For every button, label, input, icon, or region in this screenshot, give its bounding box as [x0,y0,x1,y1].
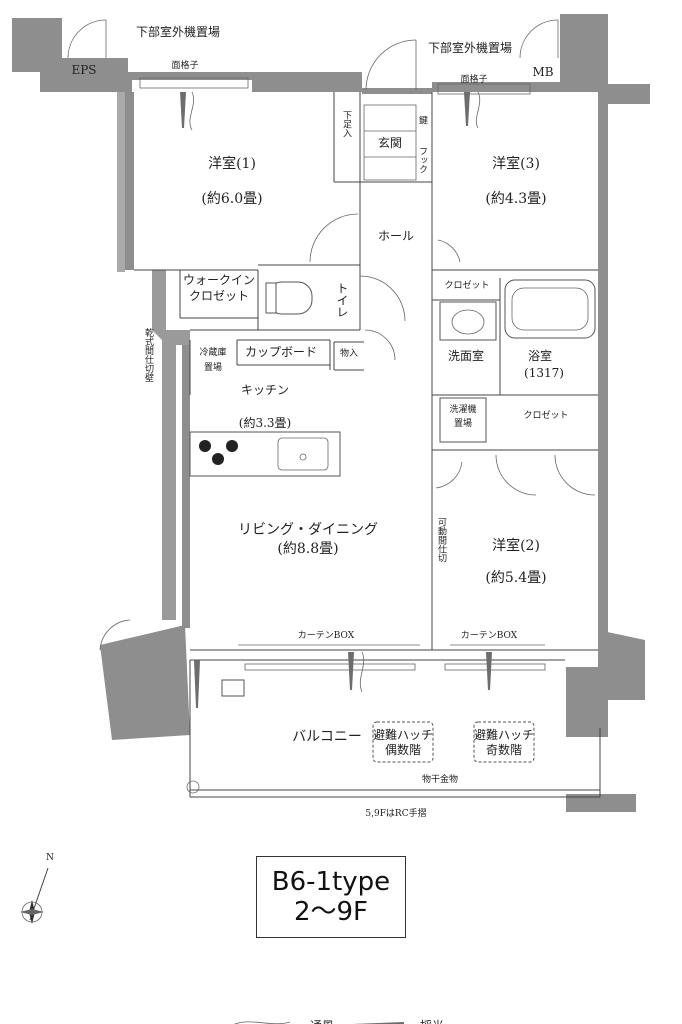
fridge-label-2: 置場 [204,361,222,373]
outdoor-unit-left-label: 下部室外機置場 [136,24,220,39]
balcony-label: バルコニー [292,729,362,745]
western3-label: 洋室(3) [492,155,540,172]
kitchen-size: (約3.3畳) [239,415,291,430]
hatch-even-label-1: 避難ハッチ [373,727,433,742]
curtain-box-left-label: カーテンBOX [298,630,355,641]
bath-label: 浴室 [528,348,552,363]
bath-size: (1317) [524,366,564,380]
mb-label: MB [532,65,553,79]
closet-lower-label: クロゼット [523,409,568,421]
hook-label: フック [417,147,427,174]
rc-railing-note: 5,9FはRC手摺 [365,807,426,819]
western2-label: 洋室(2) [492,537,540,554]
ventilation-marks [180,92,492,708]
legend-light-label: 採光 [420,1019,444,1024]
legend-ventilation-label: 通風 [310,1019,334,1024]
doors [67,19,596,651]
hatch-even [372,721,434,763]
laundry-rail-label: 物干金物 [422,773,458,785]
western1-size: (約6.0畳) [201,191,262,207]
lattice-right-label: 面格子 [460,73,487,85]
lattice-left-label: 面格子 [171,59,198,71]
ldk-label: リビング・ダイニング [238,522,378,538]
north-label: N [46,853,54,863]
eps-label: EPS [71,63,96,77]
hatch-odd-label-2: 奇数階 [486,742,522,757]
hatch-odd [473,721,535,763]
window-lattice [139,77,546,671]
curtain-box-right-label: カーテンBOX [461,630,518,641]
movable-partition-label: 可動間仕切 [436,517,447,563]
north-compass: N [20,853,54,924]
closet-upper-label: クロゼット [444,279,489,291]
shoe-box-label: 下足入 [341,111,352,138]
interior-walls [134,92,601,798]
entrance-label: 玄関 [378,135,402,150]
ldk-size: (約8.8畳) [277,541,338,557]
western3-size: (約4.3畳) [485,191,546,207]
bathtub [504,279,596,339]
walkin-label-1: ウォークイン [183,273,255,287]
hatch-even-label-2: 偶数階 [385,742,421,757]
cupboard-label: カップボード [245,345,317,359]
storage-label: 物入 [340,347,358,359]
western2-size: (約5.4畳) [485,570,546,586]
type-label-box: B6-1type 2〜9F [256,856,406,938]
key-label: 鍵 [417,114,428,125]
toilet-label: トイレ [335,282,349,318]
floor-range: 2〜9F [293,897,369,927]
balcony-drain [186,780,200,794]
type-name: B6-1type [271,867,391,897]
washer-label-1: 洗濯機 [449,403,476,415]
outdoor-unit-right-label: 下部室外機置場 [428,40,512,55]
washer-label-2: 置場 [454,417,472,429]
kitchen-counter [189,431,341,477]
kitchen-label: キッチン [241,383,289,397]
balcony-sink [221,679,245,697]
toilet-fixture [265,281,313,315]
airflow-curves [189,91,481,693]
hall-label: ホール [378,229,414,243]
dry-partition-hatch [117,92,190,620]
wash-basin [439,301,497,341]
washer-space [439,397,487,443]
hatch-odd-label-1: 避難ハッチ [474,727,534,742]
labels: 下部室外機置場 下部室外機置場 EPS MB 面格子 面格子 洋室(1) (約6… [71,24,568,819]
fridge-label-1: 冷蔵庫 [199,346,226,358]
western1-label: 洋室(1) [208,155,256,172]
walkin-label-2: クロゼット [189,289,249,303]
dry-partition-label: 乾式間仕切壁 [143,327,154,382]
washroom-label: 洗面室 [448,348,484,363]
stove-burners [199,440,238,465]
legend: 通風 採光 [234,1019,444,1024]
